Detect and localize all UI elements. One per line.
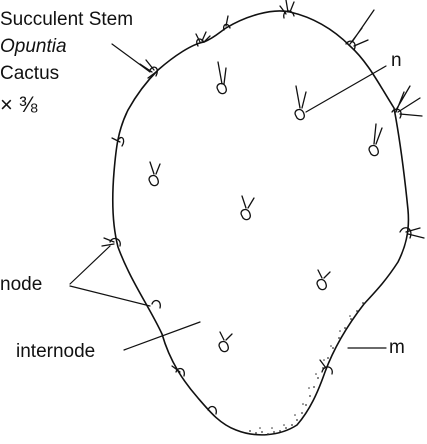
- areole-upper-right: [346, 10, 374, 50]
- areole-interior-7: [219, 332, 232, 352]
- areole-interior-1: [217, 62, 226, 94]
- areole-interior-5: [241, 196, 254, 220]
- areole-lower-right: [320, 360, 332, 374]
- areoles: [102, 0, 424, 414]
- areole-lower-left-1: [152, 301, 160, 308]
- areole-interior-3: [369, 124, 382, 156]
- areole-right-mid: [400, 228, 424, 238]
- areole-top-right: [280, 0, 294, 18]
- areole-interior-2: [295, 86, 306, 120]
- areole-interior-4: [149, 162, 160, 186]
- caption-pointer-line: [112, 44, 150, 72]
- areole-interior-6: [317, 270, 330, 290]
- base-stipple: [249, 302, 364, 435]
- leader-n: [306, 66, 386, 112]
- leader-node-upper: [70, 246, 110, 284]
- areole-left-upper: [140, 60, 157, 78]
- leader-internode: [124, 322, 200, 350]
- areole-lower-left-2: [172, 366, 184, 376]
- areole-right-shoulder: [392, 86, 422, 118]
